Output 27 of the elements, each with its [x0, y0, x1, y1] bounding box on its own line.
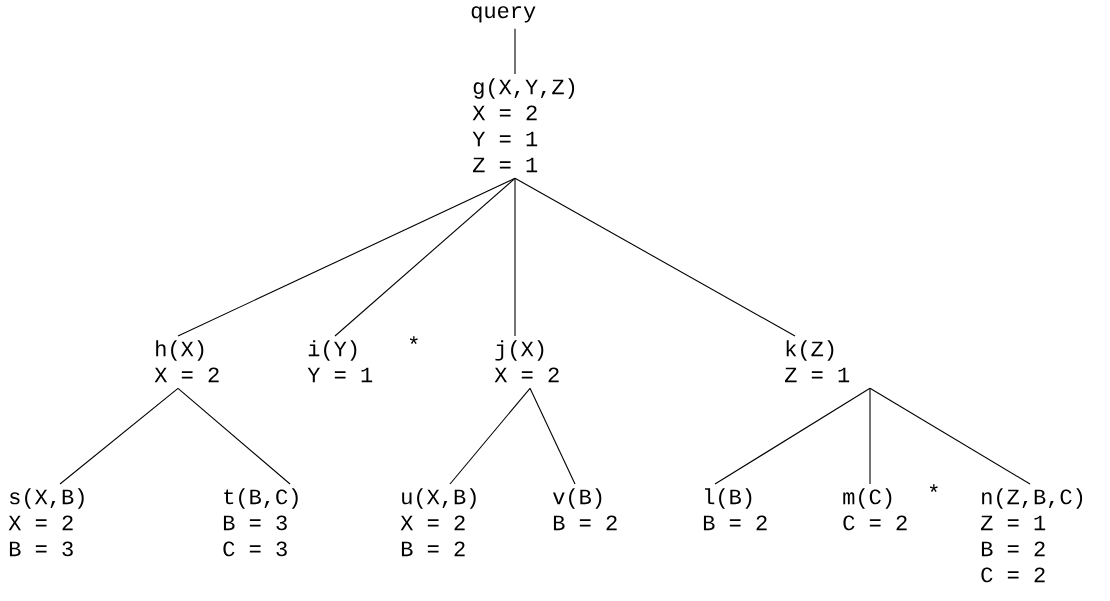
tree-node-text: t(B,C) B = 3 C = 3 — [223, 488, 298, 557]
tree-node-text: l(B) B = 2 — [703, 488, 767, 531]
tree-node-text: query — [471, 6, 536, 23]
tree-node-text: u(X,B) X = 2 B = 2 — [400, 488, 476, 557]
tree-branch-line — [177, 387, 291, 485]
tree-branch-line — [59, 387, 179, 485]
tree-branch-line — [869, 387, 1031, 485]
tree-branch-line — [334, 177, 516, 337]
tree-branch-line — [714, 387, 871, 485]
tree-branch-line — [869, 387, 871, 485]
tree-node-text: m(C) C = 2 — [843, 488, 907, 531]
tree-node-text: h(X) X = 2 — [154, 340, 219, 383]
tree-branch-line — [177, 177, 516, 337]
asterisk-mark: * — [409, 336, 418, 344]
tree-branch-line — [514, 177, 516, 337]
tree-branch-line — [514, 177, 796, 337]
asterisk-mark: * — [929, 484, 938, 492]
tree-node-text: g(X,Y,Z) X = 2 Y = 1 Z = 1 — [472, 78, 575, 173]
tree-node-text: i(Y) Y = 1 — [307, 340, 373, 383]
tree-branch-line — [514, 28, 516, 75]
tree-node-text: n(Z,B,C) Z = 1 B = 2 C = 2 — [981, 488, 1083, 583]
tree-node-text: j(X) X = 2 — [494, 340, 559, 383]
tree-node-text: k(Z) Z = 1 — [785, 340, 850, 383]
tree-branch-line — [449, 387, 531, 485]
tree-node-text: v(B) B = 2 — [552, 488, 617, 531]
tree-branch-line — [529, 387, 576, 485]
tree-node-text: s(X,B) X = 2 B = 3 — [8, 488, 84, 557]
